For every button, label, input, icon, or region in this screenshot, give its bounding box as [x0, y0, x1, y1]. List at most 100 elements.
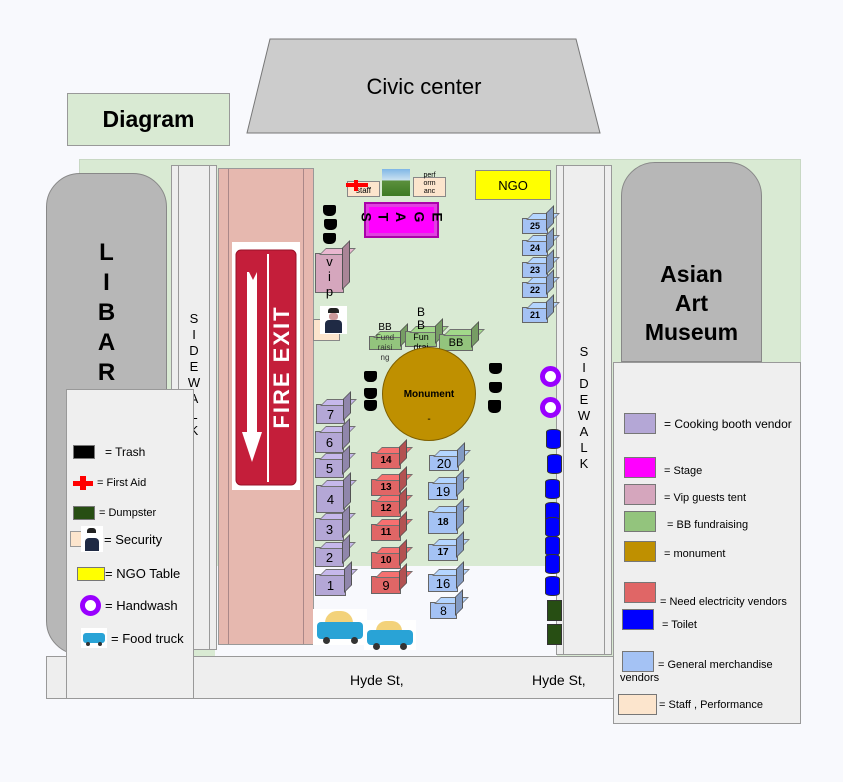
monument-label: Monument	[403, 389, 455, 400]
booth-number: 8	[440, 603, 447, 618]
booth-number: 6	[325, 434, 334, 450]
legend-item-bb: = BB fundraising	[624, 511, 748, 532]
diagram-title: Diagram	[67, 93, 230, 146]
museum-label-line: Asian	[660, 261, 723, 287]
trash-icon	[364, 371, 377, 382]
legend-item-merchandise: = General merchandise	[622, 651, 773, 672]
street-label: Hyde St,	[532, 672, 586, 688]
stage-letter: A	[392, 211, 409, 223]
food-truck-icon	[81, 628, 107, 648]
merchandise-booth: 21	[522, 307, 548, 323]
bb-booth-title: BB	[378, 322, 392, 333]
legend-label: = Security	[104, 531, 163, 547]
vip-letter: p	[325, 284, 334, 299]
stage-letter: E	[429, 212, 446, 222]
booth-number: 24	[529, 243, 540, 253]
sidewalk-letter: E	[579, 392, 589, 407]
legend-label: = Dumpster	[99, 507, 157, 519]
legend-label: vendors	[620, 672, 660, 684]
booth-number: 14	[380, 455, 392, 466]
legend-item-monument: = monument	[624, 541, 725, 562]
booth-number: 22	[529, 285, 540, 295]
vip-letter: v	[326, 254, 333, 269]
library-letter: A	[97, 329, 116, 356]
sidewalk-letter: L	[580, 440, 588, 455]
legend-item-vip: = Vip guests tent	[624, 484, 746, 505]
legend-label: = Food truck	[111, 630, 184, 646]
legend-item-electricity: = Need electricity vendors	[624, 576, 787, 608]
legend-swatch	[624, 484, 656, 505]
ngo-label: NGO	[498, 177, 528, 193]
booth-number: 17	[437, 547, 449, 558]
bb-booth-text: Fund	[375, 333, 395, 342]
stage-letter: S	[358, 212, 375, 222]
toilet-icon	[545, 479, 560, 499]
booth-number: 23	[529, 265, 540, 275]
booth-number: 25	[529, 221, 540, 231]
ngo-table: NGO	[475, 170, 551, 200]
booth-number: 5	[325, 460, 334, 476]
toilet-icon	[545, 554, 560, 574]
legend-label: = First Aid	[97, 477, 147, 489]
bb-fundraising-booth	[369, 336, 402, 350]
bb-booth-label: BB Fund raisi ng	[365, 323, 405, 363]
merchandise-booth: 18	[428, 511, 458, 534]
cooking-booth: 2	[315, 547, 344, 567]
trash-icon	[489, 382, 502, 393]
cooking-booth: 7	[316, 404, 345, 424]
stage-label: S T A G E	[358, 209, 446, 225]
street-label: Hyde St,	[350, 672, 404, 688]
sidewalk-letter: I	[192, 327, 196, 342]
merchandise-booth: 25	[522, 218, 548, 234]
merchandise-booth: 19	[428, 482, 458, 500]
museum-label-line: Museum	[644, 319, 739, 345]
booth-number: 13	[380, 482, 392, 493]
sidewalk-right: S I D E W A L K	[556, 165, 612, 655]
first-aid-icon	[346, 180, 368, 191]
booth-number: 18	[437, 517, 449, 528]
legend-swatch	[618, 694, 657, 715]
sidewalk-letter: D	[189, 343, 199, 358]
stage-letter: G	[411, 211, 428, 223]
library-letter: B	[97, 299, 116, 326]
merchandise-booth: 17	[428, 544, 458, 561]
fire-lane-inner	[228, 169, 304, 644]
toilet-icon	[545, 536, 560, 556]
merchandise-booth: 24	[522, 240, 548, 256]
first-aid-icon	[73, 476, 93, 490]
handwash-icon	[540, 366, 561, 387]
legend-swatch	[624, 541, 656, 562]
legend-item-dumpster: = Dumpster	[73, 506, 156, 520]
performance-tent: perf orm anc	[413, 172, 446, 197]
legend-facilities: = Trash = First Aid = Dumpster = Securit…	[66, 389, 194, 699]
electricity-vendor-booth: 12	[371, 500, 401, 517]
food-truck-icon	[364, 620, 416, 650]
booth-number: 12	[380, 503, 392, 514]
library-letter: R	[97, 359, 116, 386]
trash-icon	[323, 233, 336, 244]
sidewalk-letter: W	[187, 375, 201, 390]
civic-center-label: Civic center	[366, 74, 482, 99]
library-letter: I	[103, 269, 110, 296]
legend-item-food-truck: = Food truck	[81, 628, 184, 648]
security-icon	[70, 526, 104, 552]
legend-label: = Toilet	[662, 619, 697, 631]
sidewalk-inner	[563, 166, 605, 654]
sidewalk-letter: K	[579, 456, 589, 471]
trash-icon	[488, 400, 501, 413]
legend-item-security: = Security	[70, 526, 162, 552]
stage: S T A G E	[358, 202, 446, 238]
legend-label: = BB fundraising	[664, 518, 749, 531]
trash-icon	[323, 205, 336, 216]
sidewalk-label-right: S I D E W A L K	[557, 344, 611, 472]
legend-swatch	[624, 511, 656, 532]
legend-item-handwash: = Handwash	[80, 595, 178, 616]
booth-number: 16	[435, 575, 451, 591]
ngo-table-icon	[77, 566, 105, 581]
monument-sublabel: -	[427, 414, 431, 425]
fire-exit-sign: FIRE EXIT	[232, 242, 300, 490]
merchandise-booth: 8	[430, 602, 457, 619]
legend-label: = Trash	[105, 445, 146, 459]
booth-number: 4	[326, 491, 335, 507]
legend-label: = Stage	[664, 464, 703, 477]
